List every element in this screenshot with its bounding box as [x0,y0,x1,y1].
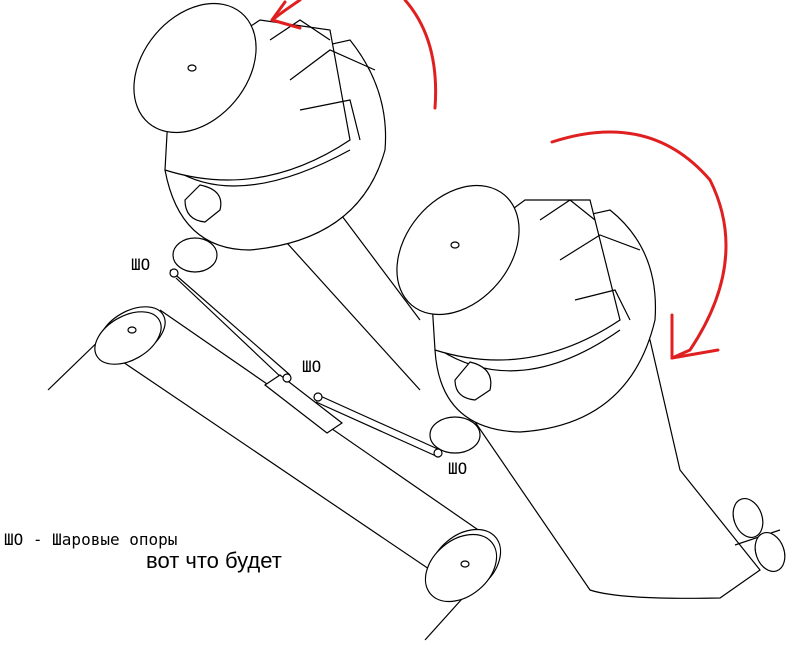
rotor-assembly-2 [396,184,761,599]
rotation-arrow-1 [270,0,438,110]
pulley-bottom [424,528,502,603]
rotor-assembly-1 [133,2,421,391]
linkage [169,268,443,458]
ball-joint-label: ШО [131,255,150,274]
propeller [732,498,786,572]
legend-text: ШО - Шаровые опоры [4,530,177,549]
pulley-top [94,306,166,365]
caption-text: вот что будет [146,548,282,573]
ball-joint-label: ШО [448,459,467,478]
rotation-arrow-2 [550,130,728,360]
ball-joint-label: ШО [302,357,321,376]
